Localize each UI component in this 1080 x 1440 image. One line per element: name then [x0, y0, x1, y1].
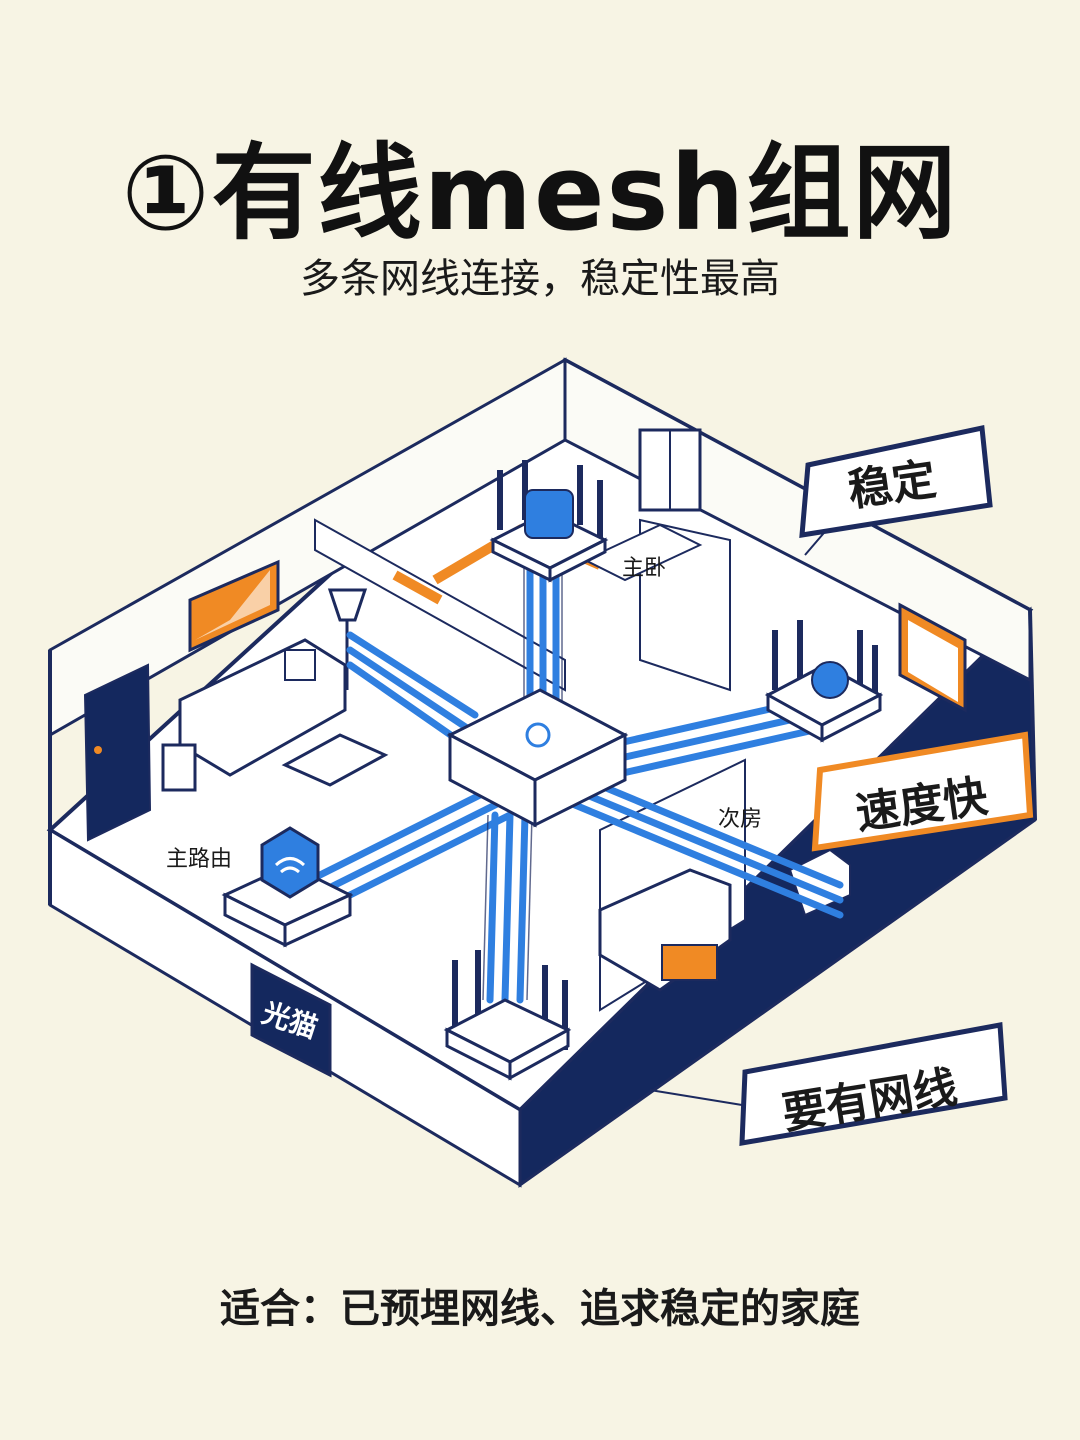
svg-text:稳定: 稳定 [845, 454, 939, 517]
coffee-table [281, 733, 389, 787]
second-bedroom-label: 次房 [718, 807, 762, 832]
front-door [83, 663, 152, 842]
main-router-device [221, 826, 354, 948]
router-second-room [764, 620, 884, 743]
modem-box [250, 962, 332, 1078]
bedroom-desk [582, 523, 703, 582]
master-bedroom-label: 主卧 [622, 556, 666, 581]
central-switch [446, 688, 629, 828]
page-title: ①有线mesh组网 [121, 132, 959, 254]
callout-fast: 速度快 [811, 731, 1034, 852]
router-bedroom [489, 460, 609, 583]
page-subtitle: 多条网线连接，稳定性最高 [300, 256, 780, 302]
floor-lamp [327, 588, 368, 622]
router-bottom [443, 950, 572, 1081]
main-router-label: 主路由 [166, 847, 232, 872]
callout-needs-cable: 要有网线 [649, 1022, 1008, 1146]
callout-stable: 稳定 [799, 424, 993, 556]
wall-painting [188, 559, 280, 653]
page-footer: 适合：已预埋网线、追求稳定的家庭 [220, 1286, 860, 1332]
